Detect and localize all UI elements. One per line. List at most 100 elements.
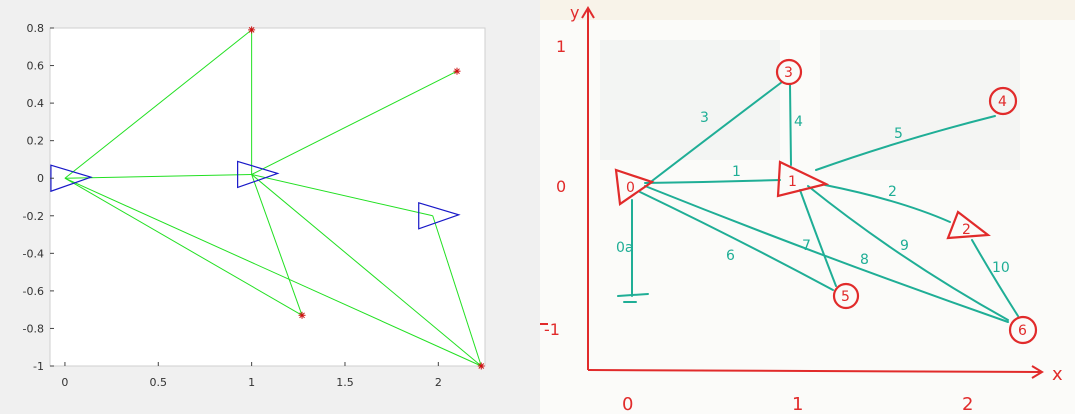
plot-landmark-star-1 (453, 67, 461, 75)
sketch-canvas: y x 0 1 2 1 0 -1 1 2 3 4 (540, 0, 1075, 414)
plot-landmark-star-stroke (454, 68, 460, 75)
sketch-poses (614, 160, 991, 240)
edge-6 (639, 191, 834, 291)
plot-landmark-star-3 (477, 362, 485, 370)
plot-landmark-star-stroke (478, 363, 485, 369)
y-tick-label: -0.8 (23, 322, 44, 335)
edge-8 (807, 185, 1009, 321)
x-tick-label: 1 (248, 376, 255, 389)
x-axis-arrow (1031, 365, 1044, 379)
plot-axes-area (49, 27, 486, 367)
edge-7 (799, 189, 837, 287)
pose-2-triangle (946, 210, 991, 240)
x-tick-1: 1 (792, 394, 803, 414)
edge-5 (815, 115, 996, 171)
edge-0a-prior (617, 199, 649, 303)
y-axis-label: y (570, 3, 579, 22)
edge-label-7: 7 (802, 238, 811, 254)
sketch-landmarks (775, 58, 1038, 345)
sketch-axes (540, 6, 1044, 379)
plot-edge-9 (432, 215, 482, 367)
plot-landmark-star-0 (248, 26, 256, 34)
y-tick-label: 0.8 (27, 22, 45, 35)
y-tick-label: 0.4 (27, 97, 45, 110)
y-tick-neg1: -1 (544, 320, 560, 339)
edge-4 (789, 84, 792, 166)
matlab-figure: 0 0.5 1 1.5 2 0.8 0.6 0.4 0.2 0 -0.2 -0.4 -0.6 -0.8 -1 (0, 0, 540, 414)
edge-label-5: 5 (894, 126, 903, 142)
plot-pose-triangle-1 (237, 160, 280, 189)
plot-landmark-star-2 (298, 311, 306, 319)
edge-label-6: 6 (726, 248, 735, 264)
plot-edge-4 (251, 173, 433, 217)
landmark-5-circle (832, 282, 860, 310)
pose-0-triangle (614, 168, 655, 206)
top-glare (540, 0, 1075, 20)
y-tick-label: 0.6 (27, 60, 45, 73)
landmark-5-label: 5 (841, 289, 850, 305)
plot-edge-1 (64, 29, 252, 179)
edge-label-1: 1 (732, 164, 741, 180)
edge-label-4: 4 (794, 114, 803, 130)
ticks-layer: 0 0.5 1 1.5 2 0.8 0.6 0.4 0.2 0 -0.2 -0.4 -0.6 -0.8 -1 (23, 22, 442, 389)
y-tick-label: 0 (37, 172, 44, 185)
pose-1-label: 1 (788, 174, 797, 190)
y-tick-label: -0.2 (23, 210, 44, 223)
edge-1 (644, 179, 781, 184)
pose-1-triangle (776, 160, 830, 198)
edge-label-10: 10 (992, 260, 1010, 276)
sketch-axis-text: y x 0 1 2 1 0 -1 (544, 3, 1063, 414)
edge-label-3: 3 (700, 110, 709, 126)
x-axis-line (587, 369, 1041, 373)
edge-2 (824, 184, 951, 223)
y-axis-arrow (581, 6, 595, 19)
edge-label-8: 8 (860, 252, 869, 268)
edge-9 (644, 185, 1009, 323)
x-tick-label: 1.5 (336, 376, 354, 389)
landmark-4-circle (988, 86, 1018, 116)
landmark-6-label: 6 (1018, 323, 1027, 339)
edge-label-9: 9 (900, 238, 909, 254)
landmark-3-circle (775, 58, 803, 86)
edge-label-2: 2 (888, 184, 897, 200)
plot-canvas: 0 0.5 1 1.5 2 0.8 0.6 0.4 0.2 0 -0.2 -0.4 -0.6 -0.8 -1 (23, 22, 486, 389)
x-tick-2: 2 (962, 394, 973, 414)
landmarks-layer (248, 26, 485, 370)
x-tick-label: 0.5 (150, 376, 168, 389)
y-tick-1: 1 (556, 37, 566, 56)
sketch-edges (617, 81, 1019, 323)
hand-sketch-photo: y x 0 1 2 1 0 -1 1 2 3 4 (540, 0, 1075, 414)
plot-edge-8 (251, 174, 482, 367)
sketch-edge-labels: 1 2 3 4 5 6 7 8 9 10 0a (616, 110, 1010, 276)
x-tick-label: 2 (435, 376, 442, 389)
plot-pose-triangle-2 (418, 201, 461, 230)
sketch-pose-labels: 0 1 2 (626, 174, 971, 238)
edge-3 (647, 81, 783, 185)
landmark-3-label: 3 (784, 65, 793, 81)
window-reflection (600, 40, 780, 160)
pose-2-label: 2 (962, 222, 971, 238)
plot-edge-7 (64, 177, 482, 367)
landmark-6-circle (1008, 315, 1038, 345)
y-tick-label: -1 (33, 360, 44, 373)
y-tick-label: -0.6 (23, 285, 44, 298)
edge-label-0a: 0a (616, 240, 634, 256)
plot-edge-3 (251, 70, 458, 175)
plot-landmark-star-stroke (248, 27, 255, 33)
landmark-4-label: 4 (998, 94, 1007, 110)
plot-edge-6 (251, 174, 303, 316)
y-tick-0: 0 (556, 177, 566, 196)
x-axis-label: x (1052, 364, 1063, 385)
x-tick-0: 0 (622, 394, 633, 414)
y-tick-label: -0.4 (23, 247, 44, 260)
plot-edge-5 (64, 177, 303, 316)
y-tick-label: 0.2 (27, 135, 45, 148)
plot-landmark-star-stroke (299, 312, 305, 319)
pose-0-label: 0 (626, 180, 635, 196)
edges-layer (64, 29, 482, 367)
x-tick-label: 0 (61, 376, 68, 389)
sketch-landmark-labels: 3 4 5 6 (784, 65, 1027, 339)
edge-10 (971, 239, 1019, 317)
window-reflection (820, 30, 1020, 170)
plot-edge-0 (64, 173, 252, 179)
